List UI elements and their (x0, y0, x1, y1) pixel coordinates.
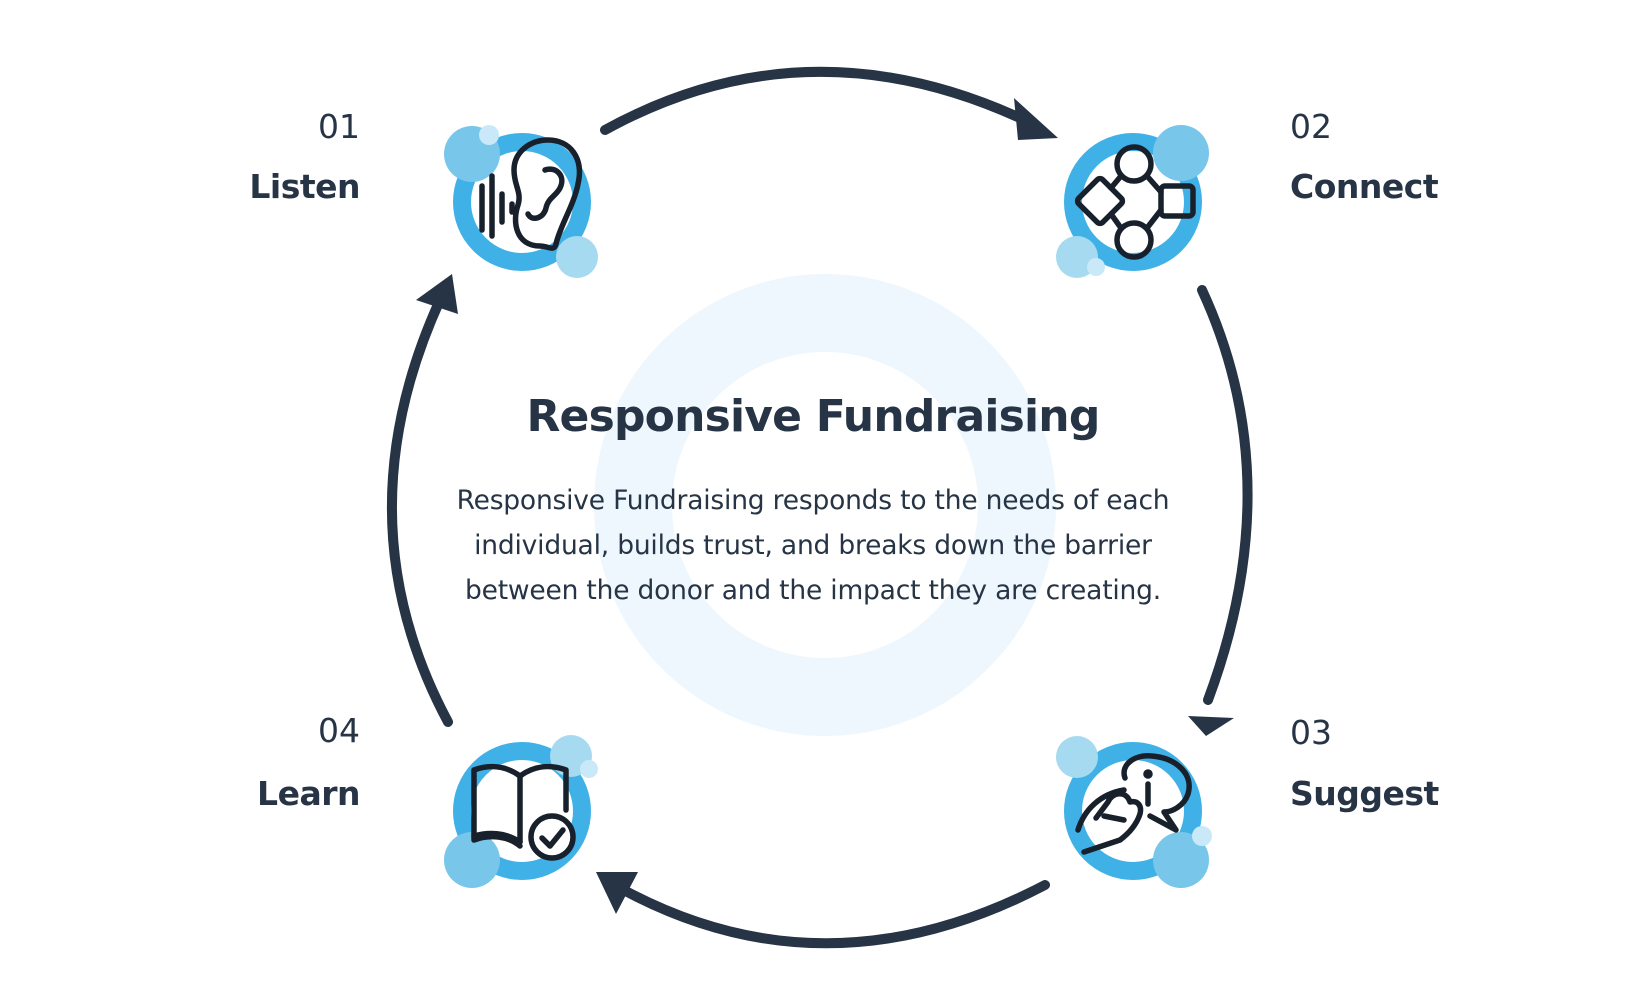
center-halo (594, 274, 1056, 736)
step-number-connect: 02 (1290, 107, 1332, 146)
step-label-learn: Learn (257, 774, 360, 813)
network-nodes-icon (1074, 144, 1196, 260)
arrow-learn-to-listen (387, 295, 453, 727)
arrowhead-listen (416, 274, 458, 314)
arrow-connect-to-suggest (1197, 285, 1253, 705)
step-listen-badge (444, 125, 598, 278)
arrow-suggest-to-learn (615, 880, 1050, 949)
hand-info-bubble-icon (1075, 753, 1192, 855)
arrow-listen-to-connect (600, 66, 1025, 135)
step-connect-badge (1056, 125, 1209, 278)
step-label-suggest: Suggest (1290, 774, 1439, 813)
step-number-suggest: 03 (1290, 713, 1332, 752)
step-learn-badge (444, 735, 598, 888)
diagram-title: Responsive Fundraising (526, 391, 1100, 442)
diagram-description: Responsive Fundraising responds to the n… (456, 485, 1170, 606)
step-label-connect: Connect (1290, 167, 1439, 206)
ear-icon (479, 137, 583, 251)
step-suggest-badge (1056, 736, 1212, 888)
step-number-learn: 04 (318, 711, 360, 750)
step-label-listen: Listen (249, 167, 360, 206)
arrowhead-suggest (1188, 716, 1234, 736)
step-number-listen: 01 (318, 107, 360, 146)
arrowhead-learn (596, 872, 638, 914)
book-check-icon (471, 763, 576, 861)
arrowhead-connect (1014, 98, 1058, 140)
